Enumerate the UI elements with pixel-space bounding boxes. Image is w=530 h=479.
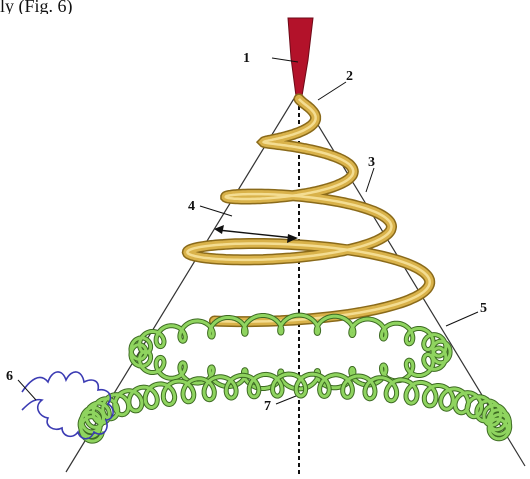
label-3: 3 bbox=[368, 155, 375, 170]
label-4: 4 bbox=[188, 199, 195, 214]
label-1: 1 bbox=[243, 51, 250, 66]
label-2: 2 bbox=[346, 69, 353, 84]
label-7: 7 bbox=[264, 399, 271, 414]
gold-helix-outline bbox=[187, 99, 429, 322]
leader-6 bbox=[18, 380, 36, 400]
radius-arrow bbox=[218, 230, 294, 238]
label-6: 6 bbox=[6, 369, 13, 384]
leader-5 bbox=[446, 312, 478, 326]
red-stem bbox=[288, 18, 313, 96]
label-5: 5 bbox=[480, 301, 487, 316]
leader-3 bbox=[366, 168, 374, 192]
gold-helix bbox=[187, 99, 429, 322]
leader-2 bbox=[318, 82, 346, 100]
